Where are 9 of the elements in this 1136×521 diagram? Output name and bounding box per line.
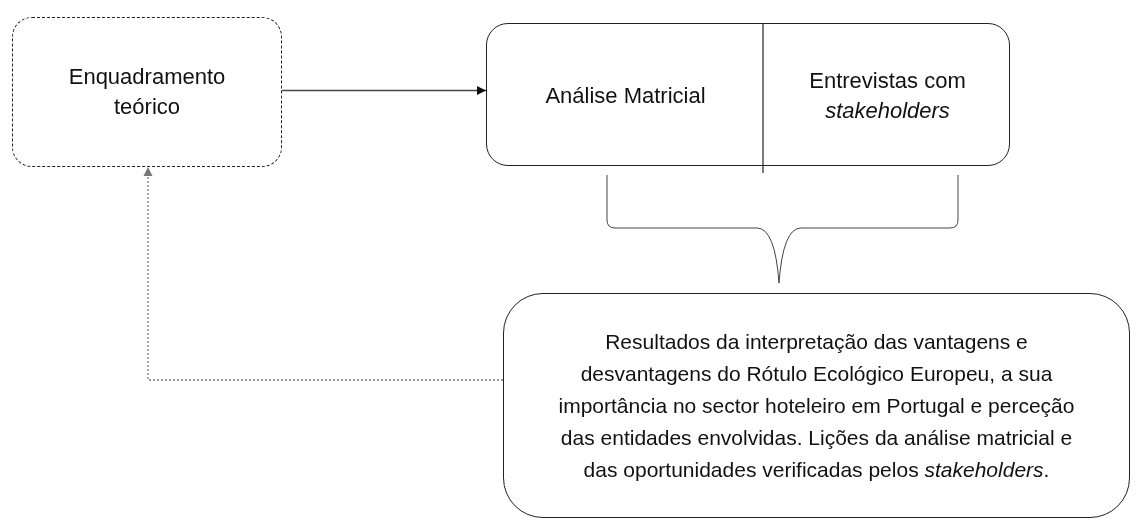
box-label: Enquadramento teórico [67,63,227,121]
arrow [143,166,504,381]
box-label: Análise Matricial [545,81,706,110]
result-text: Resultados da interpretação das vantagens e desvantagens do Rótulo Ecológico Europeu, a sua importância no sector hoteleiro em Portugal e perceção das entidades envolvidas. Lições da análise matricial e das oportunidades verificadas pelos stakeholders. [557,328,1076,483]
process-box [486,23,1010,166]
box-label: Entrevistas com stakeholders [808,66,967,125]
result-box [503,293,1130,518]
arrow [281,85,487,96]
dashed-box [12,17,282,167]
